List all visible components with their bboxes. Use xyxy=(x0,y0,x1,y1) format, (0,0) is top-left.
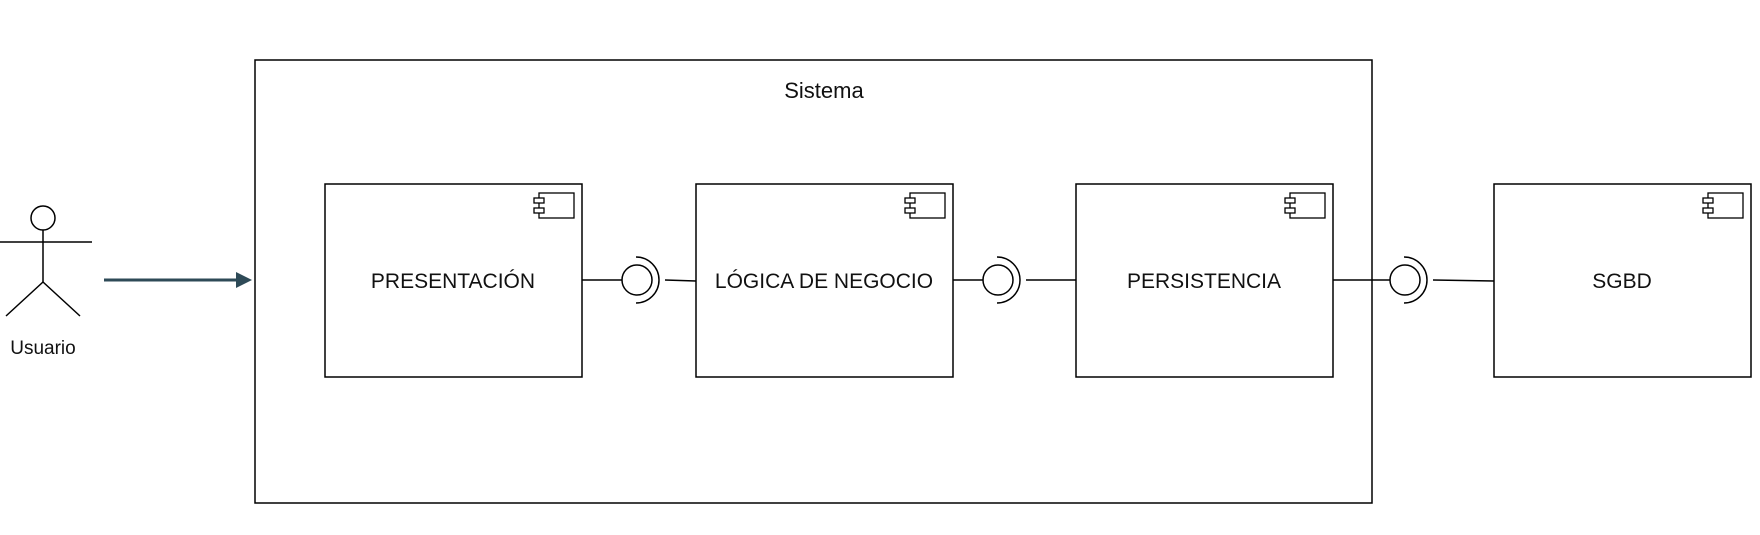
component-logica-de-negocio[interactable]: LÓGICA DE NEGOCIO xyxy=(695,183,954,378)
interface-logica-persistencia[interactable] xyxy=(953,256,1076,304)
interface-presentacion-logica[interactable] xyxy=(582,256,697,304)
lollipop-icon xyxy=(1389,264,1421,296)
component-icon xyxy=(1284,192,1326,219)
actor-left-leg xyxy=(5,281,44,317)
connector-line xyxy=(1432,279,1495,282)
socket-icon xyxy=(996,256,1021,304)
actor-usuario[interactable]: Usuario xyxy=(0,205,92,359)
arrow-head-icon xyxy=(236,272,252,288)
actor-right-leg xyxy=(42,281,81,317)
component-presentacion[interactable]: PRESENTACIÓN xyxy=(324,183,583,378)
component-sgbd[interactable]: SGBD xyxy=(1493,183,1752,378)
component-icon xyxy=(1702,192,1744,219)
system-boundary[interactable]: Sistema xyxy=(254,59,1373,504)
actor-head xyxy=(30,205,56,231)
component-persistencia[interactable]: PERSISTENCIA xyxy=(1075,183,1334,378)
component-icon xyxy=(904,192,946,219)
actor-to-system-arrow[interactable] xyxy=(104,272,252,288)
lollipop-icon xyxy=(621,264,653,296)
system-title: Sistema xyxy=(784,78,864,103)
interface-persistencia-sgbd[interactable] xyxy=(1333,256,1495,304)
component-label: SGBD xyxy=(1592,270,1652,293)
component-label: LÓGICA DE NEGOCIO xyxy=(715,270,933,293)
component-icon xyxy=(533,192,575,219)
lollipop-icon xyxy=(982,264,1014,296)
component-label: PERSISTENCIA xyxy=(1127,270,1281,293)
connector-line xyxy=(664,279,697,282)
actor-label: Usuario xyxy=(10,338,75,359)
socket-icon xyxy=(635,256,660,304)
system-frame xyxy=(254,59,1373,504)
component-label: PRESENTACIÓN xyxy=(371,270,535,293)
socket-icon xyxy=(1403,256,1428,304)
